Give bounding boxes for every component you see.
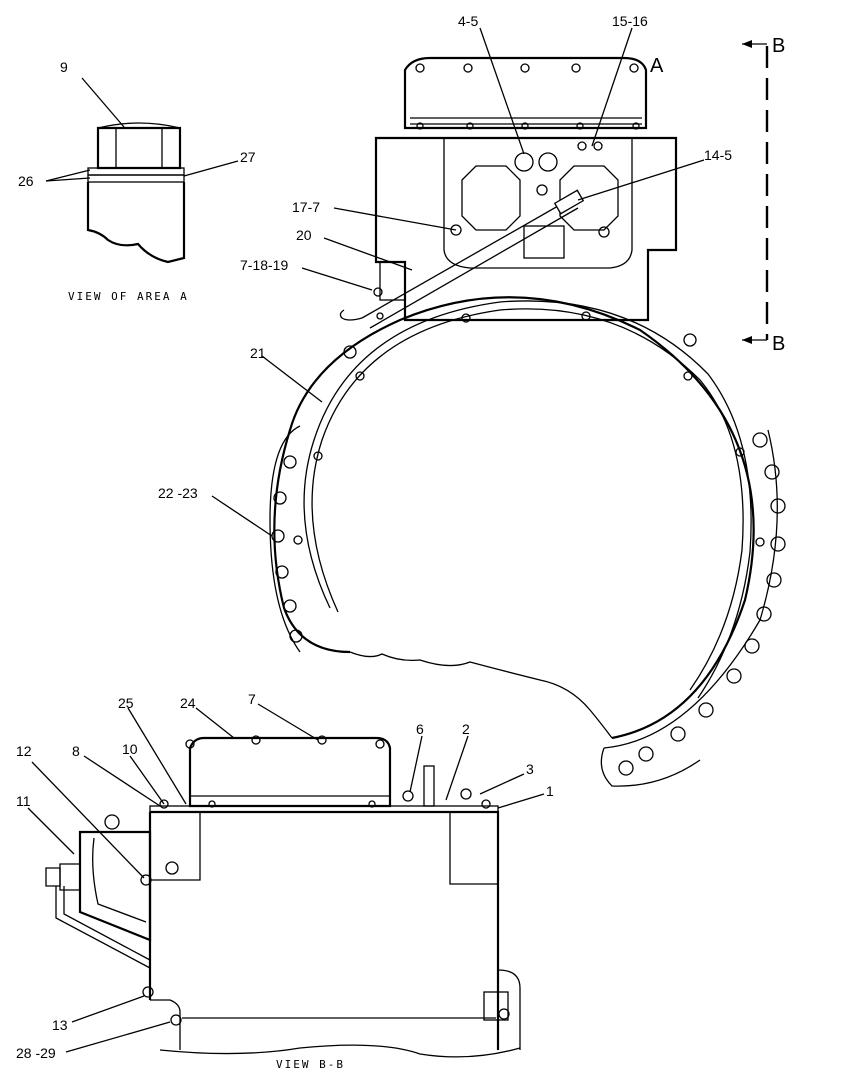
callout-6: 6 [416, 721, 424, 737]
callout-2: 2 [462, 721, 470, 737]
callout-4-5: 4-5 [458, 13, 478, 29]
callout-20: 20 [296, 227, 312, 243]
callout-21: 21 [250, 345, 266, 361]
callout-14-5: 14-5 [704, 147, 732, 163]
callout-7-18-19: 7-18-19 [240, 257, 288, 273]
callout-26: 26 [18, 173, 34, 189]
caption-view-b-b: VIEW B-B [276, 1058, 345, 1071]
callout-7: 7 [248, 691, 256, 707]
callout-1: 1 [546, 783, 554, 799]
section-indicator-b-b: B B A [650, 35, 785, 355]
section-letter-top: B [772, 35, 785, 57]
callout-3: 3 [526, 761, 534, 777]
callout-28-29: 28 -29 [16, 1045, 56, 1061]
callout-13: 13 [52, 1017, 68, 1033]
callout-17-7: 17-7 [292, 199, 320, 215]
callout-25: 25 [118, 695, 134, 711]
callout-27: 27 [240, 149, 256, 165]
callout-8: 8 [72, 743, 80, 759]
section-letter-bottom: B [772, 333, 785, 355]
side-view-b-b: VIEW B-B 25 24 7 6 2 3 1 12 8 10 11 13 2… [16, 691, 554, 1071]
callout-9: 9 [60, 59, 68, 75]
callout-11: 11 [16, 793, 31, 809]
caption-view-area-a: VIEW OF AREA A [68, 290, 189, 303]
main-front-view: 4-5 15-16 14-5 17-7 20 7-18-19 21 22 -23 [158, 13, 786, 787]
callout-24: 24 [180, 695, 196, 711]
callout-12: 12 [16, 743, 32, 759]
callout-15-16: 15-16 [612, 13, 648, 29]
detail-view-area-a: VIEW OF AREA A 9 26 27 [18, 59, 256, 303]
callout-22-23: 22 -23 [158, 485, 198, 501]
callout-10: 10 [122, 741, 138, 757]
area-letter-a: A [650, 55, 664, 77]
